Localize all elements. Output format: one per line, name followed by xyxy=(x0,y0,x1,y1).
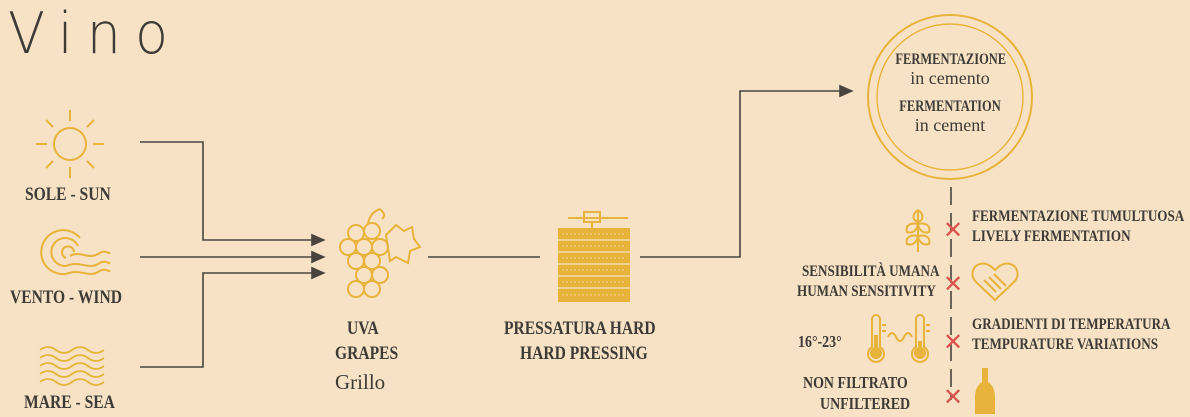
feature-4-en: UNFILTERED xyxy=(820,394,911,413)
handshake-icon xyxy=(971,262,1019,302)
wheat-icon xyxy=(905,209,931,252)
fermentation-en-title: FERMENTATION xyxy=(899,98,1001,115)
fermentation-circle xyxy=(867,14,1033,180)
pressing-label-en: HARD PRESSING xyxy=(520,343,648,364)
feature-3-it: GRADIENTI DI TEMPERATURA xyxy=(972,316,1171,333)
sun-to-grapes-arrow xyxy=(140,141,326,247)
sun-label: SOLE - SUN xyxy=(25,184,111,205)
grapes-icon xyxy=(339,208,422,298)
press-to-fermentation-arrow xyxy=(640,84,854,258)
temperature-range: 16°-23° xyxy=(798,332,842,351)
feature-2-en: HUMAN SENSITIVITY xyxy=(797,283,936,300)
cross-icon: ✕ xyxy=(943,270,964,298)
feature-1-it: FERMENTAZIONE TUMULTUOSA xyxy=(972,208,1185,225)
sea-to-grapes-arrow xyxy=(140,266,326,368)
cross-icon: ✕ xyxy=(943,383,964,411)
wind-label: VENTO - WIND xyxy=(10,287,122,308)
cross-icon: ✕ xyxy=(943,328,964,356)
sea-label: MARE - SEA xyxy=(24,392,115,413)
fermentation-text: FERMENTAZIONE in cemento FERMENTATION in… xyxy=(880,50,1020,135)
fermentation-it-sub: in cemento xyxy=(910,68,990,88)
feature-2-it: SENSIBILITÀ UMANA xyxy=(802,263,940,280)
wind-icon xyxy=(40,229,111,276)
bottle-icon xyxy=(975,368,995,414)
feature-3-en: TEMPURATURE VARIATIONS xyxy=(972,336,1159,353)
feature-1-en: LIVELY FERMENTATION xyxy=(972,228,1131,245)
grapes-label-en: GRAPES xyxy=(335,343,399,364)
fermentation-en-sub: in cement xyxy=(914,115,986,135)
pressing-label-it: PRESSATURA HARD xyxy=(504,318,656,339)
cross-icon: ✕ xyxy=(943,216,964,244)
grape-variety: Grillo xyxy=(335,370,386,394)
grapes-label-it: UVA xyxy=(347,318,379,339)
fermentation-it-title: FERMENTAZIONE xyxy=(895,51,1007,68)
waves-icon xyxy=(39,346,105,386)
wine-press-icon xyxy=(558,211,630,302)
page-title: Vino xyxy=(8,0,183,67)
thermometer-icon xyxy=(867,314,930,363)
sun-icon xyxy=(36,110,104,178)
feature-4-it: NON FILTRATO xyxy=(803,373,908,392)
